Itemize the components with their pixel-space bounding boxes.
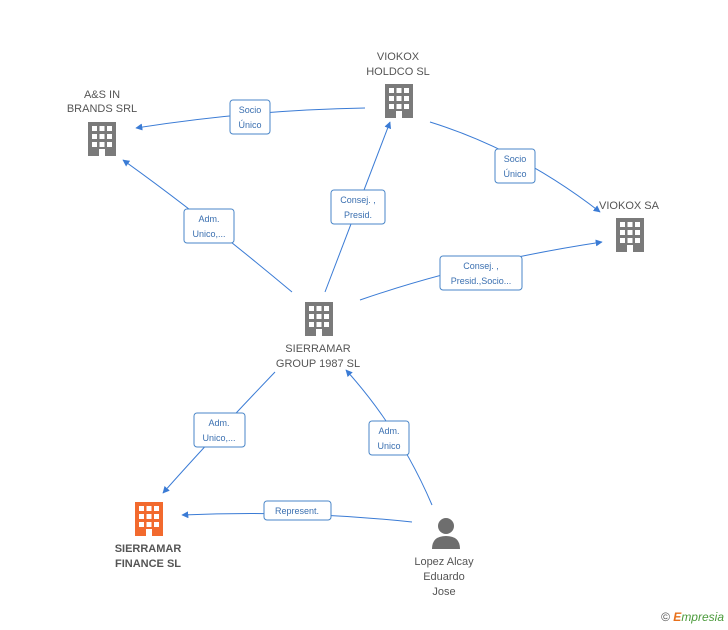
- edge-label-lopez-to-group[interactable]: Adm. Unico: [368, 420, 410, 456]
- node-label: HOLDCO SL: [366, 66, 430, 78]
- building-icon: [88, 122, 116, 156]
- copyright-symbol: ©: [661, 610, 670, 624]
- svg-text:Unico,...: Unico,...: [192, 229, 225, 239]
- empresia-watermark: © Empresia: [661, 610, 724, 624]
- svg-text:Represent.: Represent.: [275, 506, 319, 516]
- svg-text:Socio: Socio: [504, 154, 527, 164]
- edge-label-group-to-asin[interactable]: Adm. Unico,...: [183, 208, 235, 244]
- brand-name: mpresia: [681, 610, 724, 624]
- svg-text:Unico,...: Unico,...: [202, 433, 235, 443]
- svg-text:Único: Único: [503, 169, 526, 179]
- building-icon: [385, 84, 413, 118]
- node-sierramar-group[interactable]: SIERRAMAR GROUP 1987 SL: [276, 302, 360, 370]
- node-label: GROUP 1987 SL: [276, 358, 360, 370]
- svg-text:Presid.,Socio...: Presid.,Socio...: [451, 276, 512, 286]
- node-viokox-sa[interactable]: VIOKOX SA: [599, 200, 660, 252]
- node-as-in-brands[interactable]: A&S IN BRANDS SRL: [67, 89, 137, 156]
- edge-label-holdco-to-viokoxsa[interactable]: Socio Único: [494, 148, 536, 184]
- node-viokox-holdco[interactable]: VIOKOX HOLDCO SL: [366, 51, 430, 118]
- edge-label-group-to-viokoxsa[interactable]: Consej. , Presid.,Socio...: [439, 255, 523, 291]
- node-label: VIOKOX SA: [599, 200, 660, 212]
- brand-initial: E: [673, 610, 682, 624]
- node-label: BRANDS SRL: [67, 103, 137, 115]
- node-label: VIOKOX: [377, 51, 420, 63]
- edge-label-group-to-finance[interactable]: Adm. Unico,...: [193, 412, 246, 448]
- svg-text:Adm.: Adm.: [198, 214, 219, 224]
- svg-text:Único: Único: [238, 120, 261, 130]
- node-label: Eduardo: [423, 571, 465, 583]
- svg-text:Unico: Unico: [377, 441, 400, 451]
- node-label: SIERRAMAR: [115, 543, 182, 555]
- node-sierramar-finance[interactable]: SIERRAMAR FINANCE SL: [115, 502, 182, 570]
- building-icon: [135, 502, 163, 536]
- node-lopez-alcay[interactable]: Lopez Alcay Eduardo Jose: [414, 518, 474, 598]
- building-icon: [305, 302, 333, 336]
- node-label: Jose: [432, 586, 455, 598]
- building-icon: [616, 218, 644, 252]
- svg-text:Consej. ,: Consej. ,: [340, 195, 376, 205]
- svg-text:Adm.: Adm.: [208, 418, 229, 428]
- edge-label-holdco-to-asin[interactable]: Socio Único: [229, 99, 271, 135]
- svg-text:Socio: Socio: [239, 105, 262, 115]
- svg-text:Adm.: Adm.: [378, 426, 399, 436]
- node-label: SIERRAMAR: [285, 343, 350, 355]
- node-label: Lopez Alcay: [414, 556, 474, 568]
- svg-text:Consej. ,: Consej. ,: [463, 261, 499, 271]
- node-label: FINANCE SL: [115, 558, 181, 570]
- svg-text:Presid.: Presid.: [344, 210, 372, 220]
- node-label: A&S IN: [84, 89, 120, 101]
- edge-label-lopez-to-finance[interactable]: Represent.: [263, 500, 332, 521]
- person-icon: [432, 518, 460, 549]
- edge-label-group-to-holdco[interactable]: Consej. , Presid.: [330, 189, 386, 225]
